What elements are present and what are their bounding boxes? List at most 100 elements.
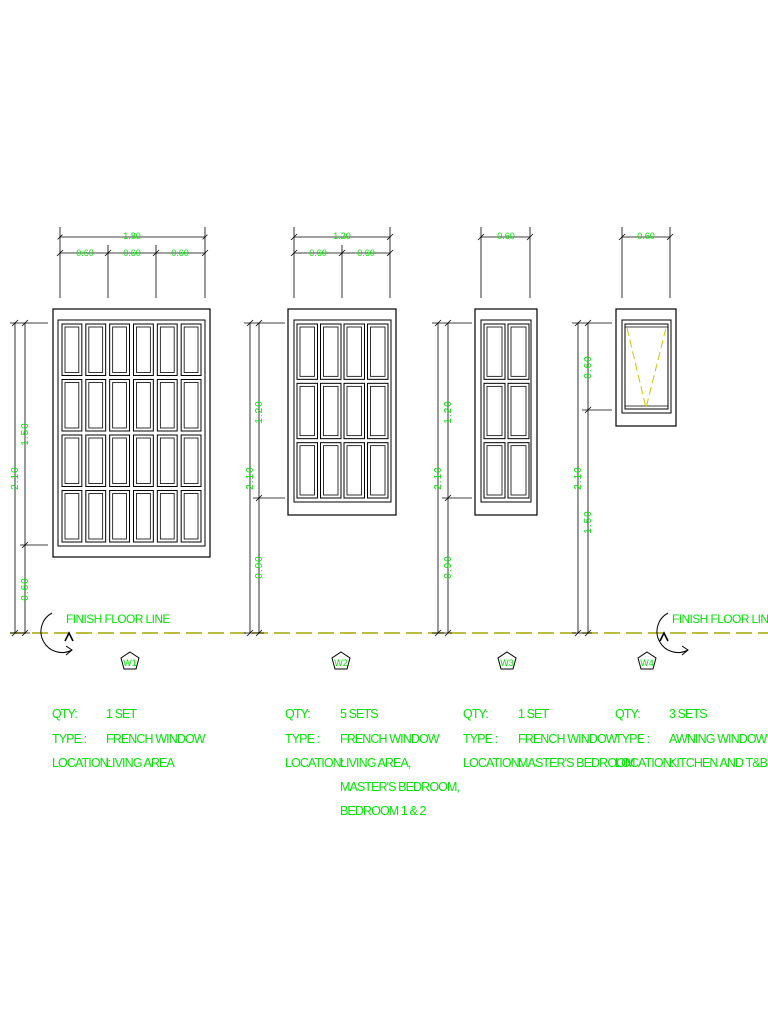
svg-text:KITCHEN AND T&B: KITCHEN AND T&B <box>669 756 768 770</box>
w4-tag: W4 <box>637 651 657 670</box>
w2-width-total: 1.20 <box>333 231 351 241</box>
glass-pane-inner <box>64 382 80 429</box>
w2-width-part-2: 0.60 <box>357 248 375 258</box>
glass-pane-inner <box>136 493 151 540</box>
w4-height-total: 2.10 <box>573 466 584 489</box>
svg-text:LOCATION:: LOCATION: <box>463 756 522 770</box>
w3-frame-inner <box>480 319 532 503</box>
glass-pane <box>507 323 530 380</box>
glass-pane-inner <box>183 326 199 373</box>
glass-pane <box>343 323 365 380</box>
glass-pane-inner <box>370 445 386 496</box>
w3-tag: W3 <box>497 651 517 670</box>
w1-schedule: QTY: 1 SET TYPE : FRENCH WINDOW LOCATION… <box>52 707 207 770</box>
w4-frame-inner <box>621 319 672 414</box>
w2-width-dimensions <box>290 227 394 298</box>
window-w2: 1.20 0.60 0.60 2.10 1.20 0.90 W2 QTY: 5 … <box>244 227 460 818</box>
glass-pane <box>156 490 178 543</box>
glass-pane-inner <box>183 437 199 484</box>
w3-panes <box>483 323 530 499</box>
glass-pane-inner <box>510 445 527 496</box>
w4-width-dimensions <box>618 227 674 298</box>
svg-text:1 SET: 1 SET <box>106 707 137 721</box>
glass-pane-inner <box>159 493 175 540</box>
svg-text:TYPE :: TYPE : <box>615 732 650 746</box>
glass-pane-inner <box>112 493 127 540</box>
w1-frame-inner <box>57 319 206 547</box>
w4-frame-outer <box>615 308 677 427</box>
w3-width-dimensions <box>477 227 534 298</box>
glass-pane-inner <box>136 382 151 429</box>
svg-text:TYPE :: TYPE : <box>285 732 320 746</box>
w1-width-dimensions <box>56 227 209 298</box>
glass-pane <box>133 434 154 487</box>
glass-pane <box>109 323 130 376</box>
w1-width-part-1: 0.60 <box>76 248 94 258</box>
w3-height-dimensions <box>432 319 472 637</box>
glass-pane-inner <box>136 437 151 484</box>
w1-height-dimensions <box>10 319 48 637</box>
glass-pane-inner <box>299 326 315 377</box>
glass-pane-inner <box>370 326 386 377</box>
w1-panes <box>61 323 202 543</box>
glass-pane <box>61 323 83 376</box>
glass-pane-inner <box>159 437 175 484</box>
w1-height-window: 1.50 <box>20 422 31 445</box>
svg-text:TYPE :: TYPE : <box>463 732 498 746</box>
svg-text:QTY:: QTY: <box>615 707 640 721</box>
glass-pane-inner <box>136 326 151 373</box>
glass-pane-inner <box>299 445 315 496</box>
w1-width-total: 1.80 <box>123 231 141 241</box>
w2-tag: W2 <box>331 651 351 670</box>
glass-pane <box>483 382 506 440</box>
w3-width-total: 0.60 <box>497 231 515 241</box>
floor-line-marker-right: FINISH FLOOR LINE <box>656 612 768 656</box>
window-w4: 0.60 2.10 0.60 1.50 W4 QTY: 3 SETS TYPE … <box>572 227 768 770</box>
glass-pane <box>483 442 506 499</box>
glass-pane-inner <box>88 326 104 373</box>
w3-schedule: QTY: 1 SET TYPE : FRENCH WINDOW LOCATION… <box>463 707 636 770</box>
svg-text:QTY:: QTY: <box>52 707 77 721</box>
glass-pane-inner <box>88 437 104 484</box>
glass-pane <box>180 323 202 376</box>
glass-pane-inner <box>346 385 362 437</box>
glass-pane-inner <box>159 382 175 429</box>
glass-pane <box>85 379 107 432</box>
w4-height-dimensions <box>572 319 612 637</box>
glass-pane-inner <box>510 385 527 437</box>
svg-text:MASTER'S BEDROOM,: MASTER'S BEDROOM, <box>340 780 459 794</box>
glass-pane-inner <box>486 385 503 437</box>
w2-schedule: QTY: 5 SETS TYPE : FRENCH WINDOW LOCATIO… <box>285 707 460 818</box>
glass-pane-inner <box>346 445 362 496</box>
svg-text:FRENCH WINDOW: FRENCH WINDOW <box>518 732 618 746</box>
glass-pane-inner <box>346 326 362 377</box>
svg-text:FRENCH WINDOW: FRENCH WINDOW <box>106 732 206 746</box>
svg-text:MASTER'S BEDROOM: MASTER'S BEDROOM <box>518 756 635 770</box>
glass-pane <box>483 323 506 380</box>
glass-pane <box>61 434 83 487</box>
svg-text:LIVING AREA,: LIVING AREA, <box>340 756 411 770</box>
glass-pane-inner <box>64 437 80 484</box>
svg-text:5 SETS: 5 SETS <box>340 707 378 721</box>
w4-sash <box>624 323 669 410</box>
glass-pane <box>507 442 530 499</box>
floor-line-label-right: FINISH FLOOR LINE <box>672 612 768 626</box>
glass-pane <box>109 434 130 487</box>
w3-frame-outer <box>474 308 538 516</box>
svg-text:LOCATION:: LOCATION: <box>615 756 674 770</box>
glass-pane <box>296 442 318 499</box>
glass-pane <box>133 323 154 376</box>
w1-tag: W1 <box>120 651 140 670</box>
svg-text:LIVING AREA: LIVING AREA <box>106 756 175 770</box>
glass-pane <box>507 382 530 440</box>
glass-pane <box>367 382 389 440</box>
w4-width-total: 0.60 <box>637 231 655 241</box>
glass-pane-inner <box>510 326 527 377</box>
glass-pane-inner <box>112 382 127 429</box>
glass-pane <box>320 442 342 499</box>
glass-pane <box>133 490 154 543</box>
glass-pane <box>180 490 202 543</box>
glass-pane <box>320 382 342 440</box>
svg-text:W1: W1 <box>123 658 137 668</box>
